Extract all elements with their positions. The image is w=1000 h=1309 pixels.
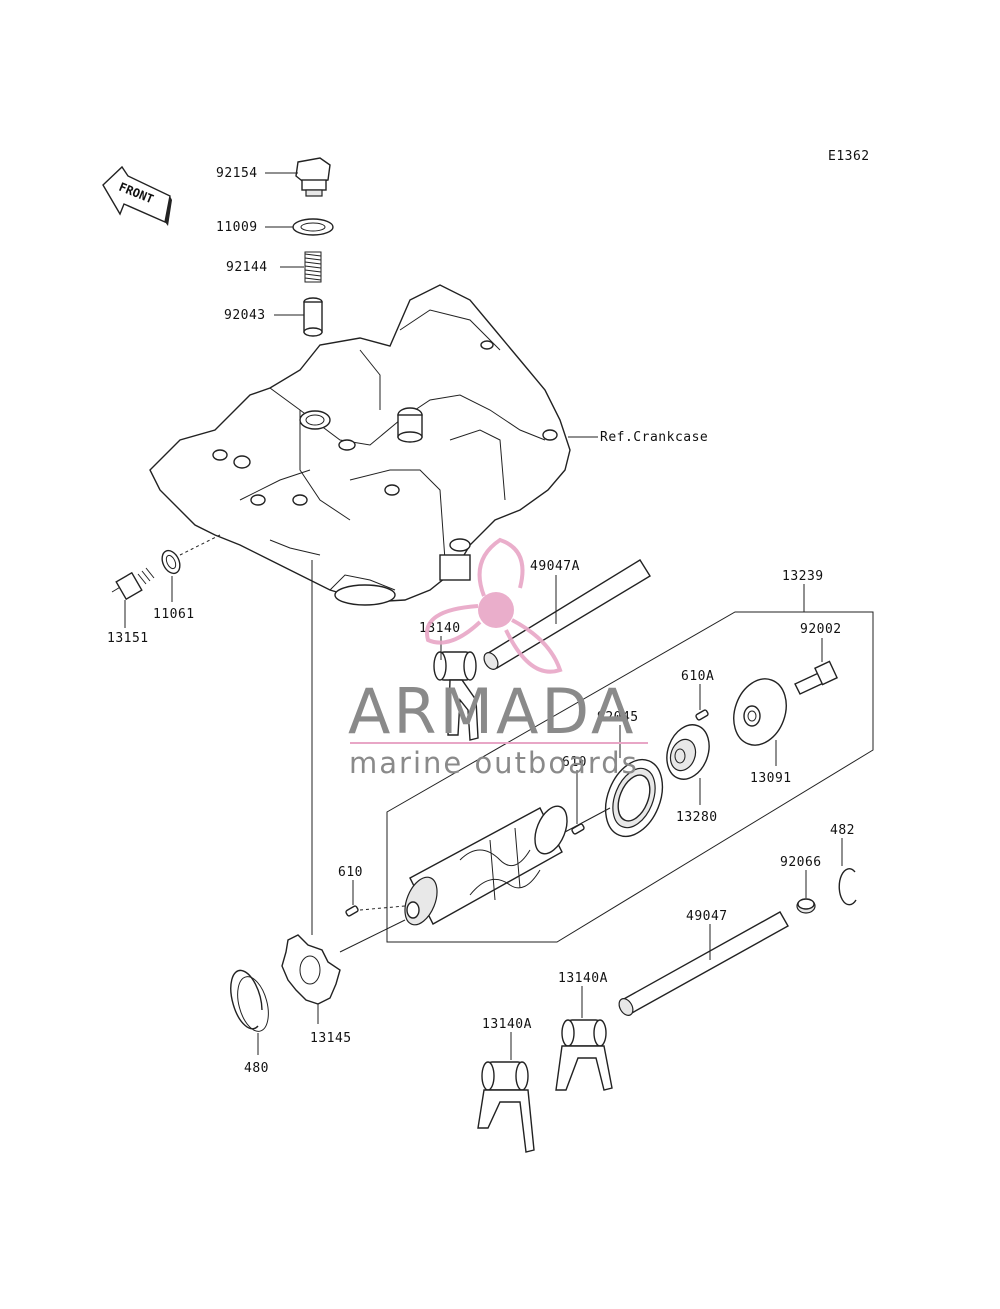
cam-plate-13280-icon [666,724,710,780]
part-label-11009: 11009 [216,220,258,235]
part-label-480: 480 [244,1061,269,1076]
part-label-13140a-left: 13140A [482,1017,532,1032]
part-label-13091: 13091 [750,771,792,786]
part-label-92144: 92144 [226,260,268,275]
pin-610-lower-icon [345,905,359,917]
pin-610a-icon [695,709,709,721]
spring-92144-icon [304,251,322,283]
part-label-49047a: 49047A [530,559,580,574]
shaft-49047a-icon [483,559,651,670]
part-label-49047: 49047 [686,909,728,924]
part-label-482: 482 [830,823,855,838]
watermark-brand: ARMADA [348,675,636,748]
clip-482-icon [838,868,857,906]
part-label-92002: 92002 [800,622,842,637]
pin-92043-icon [303,297,323,337]
collar-92066-icon [796,898,816,914]
part-label-92154: 92154 [216,166,258,181]
shaft-49047-icon [618,911,789,1016]
part-label-13140a-right: 13140A [558,971,608,986]
part-label-92045: 92045 [597,710,639,725]
bolt-92154-icon [295,157,331,197]
star-cam-13145-icon [281,934,341,1005]
ref-crankcase-label: Ref.Crankcase [600,430,708,445]
part-label-610-upper: 610 [562,755,587,770]
part-label-11061: 11061 [153,607,195,622]
shift-fork-13140a-left-icon [477,1061,535,1153]
shift-drum-icon [404,805,611,926]
washer-11009-icon [292,218,334,236]
part-label-13145: 13145 [310,1031,352,1046]
shift-fork-13140-icon [433,651,479,741]
armada-logo [425,537,563,674]
part-label-610a: 610A [681,669,714,684]
watermark-tagline: marine outboards [349,746,639,780]
part-label-13280: 13280 [676,810,718,825]
front-arrow-icon: FRONT [102,165,172,226]
crankcase-housing [149,284,571,606]
gasket-11061-icon [161,549,181,575]
part-label-13239: 13239 [782,569,824,584]
part-label-13151: 13151 [107,631,149,646]
plate-13091-icon [733,678,787,746]
diagram-code: E1362 [828,149,870,164]
part-label-92043: 92043 [224,308,266,323]
bolt-92002-icon [794,660,838,695]
switch-13151-icon [111,567,155,601]
part-label-92066: 92066 [780,855,822,870]
shift-fork-13140a-right-icon [555,1019,613,1091]
bearing-92045-icon [604,758,664,838]
circlip-480-icon [230,969,269,1032]
part-label-610-lower: 610 [338,865,363,880]
